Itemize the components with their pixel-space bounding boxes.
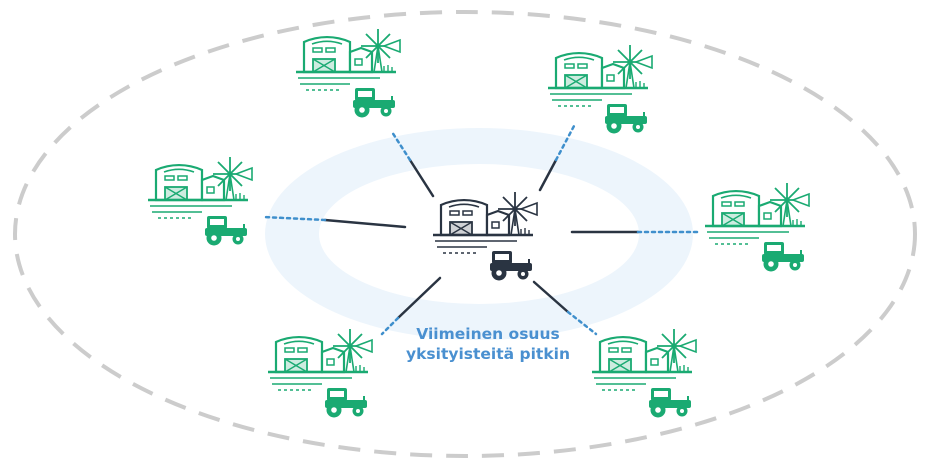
- caption-line-2: yksityisteitä pitkin: [406, 345, 570, 363]
- road-to-farm-5: [380, 316, 400, 336]
- road-to-farm-3: [323, 218, 407, 229]
- road-to-farm-1: [408, 158, 435, 198]
- road-to-farm-6: [532, 280, 570, 314]
- road-to-farm-1: [390, 130, 412, 162]
- farm-icon: [266, 327, 374, 419]
- farm-icon: [146, 155, 254, 247]
- road-to-farm-3: [262, 215, 327, 222]
- road-to-farm-5: [396, 276, 442, 320]
- road-to-farm-2: [554, 124, 576, 162]
- network-boundary: [13, 10, 917, 458]
- last-mile-caption: Viimeinen osuus yksityisteitä pitkin: [368, 324, 608, 364]
- road-to-farm-6: [566, 310, 598, 336]
- farm-icon: [703, 181, 811, 273]
- farm-icon: [294, 27, 402, 119]
- farm-icon: [546, 43, 654, 135]
- caption-line-1: Viimeinen osuus: [416, 325, 560, 343]
- road-to-farm-2: [538, 158, 558, 192]
- road-connections: [262, 124, 702, 336]
